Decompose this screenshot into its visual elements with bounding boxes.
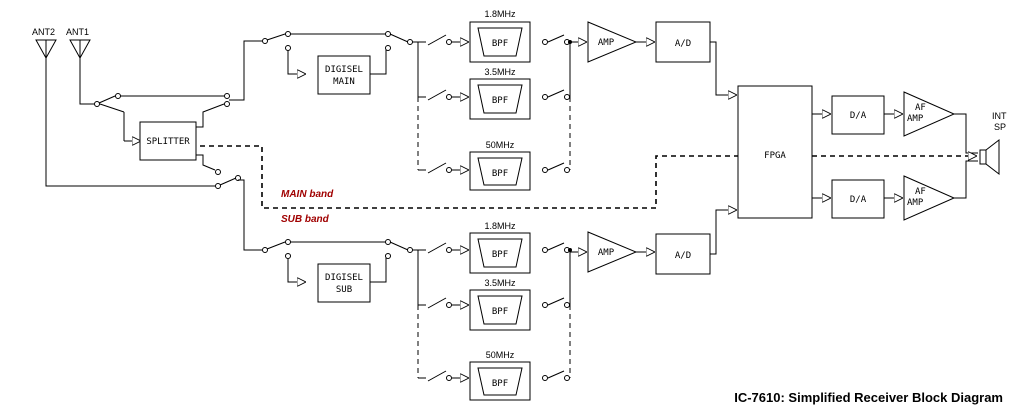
- af-amp-lower: AF AMP: [903, 175, 956, 221]
- sub-band-50-label: 50MHz: [486, 350, 515, 360]
- speaker-icon: [979, 138, 1000, 176]
- af-amp-lower-line1: AF: [915, 187, 926, 197]
- main-bpf-bank: 1.8MHz BPF 3.5MHz BPF 50MHz BPF: [417, 9, 572, 191]
- digisel-main-line1: DIGISEL: [325, 65, 363, 75]
- main-bpf-1-8: BPF: [492, 39, 508, 49]
- diagram-title: IC-7610: Simplified Receiver Block Diagr…: [734, 390, 1003, 405]
- splitter-label: SPLITTER: [146, 137, 190, 147]
- dac-lower: D/A: [831, 179, 885, 219]
- main-band-50-label: 50MHz: [486, 140, 515, 150]
- sub-amp-label: AMP: [598, 248, 615, 258]
- main-bpf-50: BPF: [492, 169, 508, 179]
- sub-bpf-50: BPF: [492, 379, 508, 389]
- fpga-block: FPGA: [737, 85, 813, 219]
- sub-bpf-1-8: BPF: [492, 250, 508, 260]
- main-band-3-5-label: 3.5MHz: [484, 67, 516, 77]
- af-amp-upper-line2: AMP: [907, 114, 924, 124]
- ant2-label: ANT2: [32, 27, 55, 37]
- input-switch: [94, 93, 230, 141]
- digisel-sub-line1: DIGISEL: [325, 273, 363, 283]
- sub-amp: AMP: [587, 231, 638, 273]
- sub-adc: A/D: [655, 233, 711, 275]
- af-amp-upper: AF AMP: [903, 91, 956, 137]
- af-amp-lower-line2: AMP: [907, 198, 924, 208]
- digisel-sub-line2: SUB: [336, 285, 352, 295]
- ant1-icon: [69, 39, 91, 60]
- fpga-label: FPGA: [764, 151, 786, 161]
- af-amp-upper-line1: AF: [915, 103, 926, 113]
- main-adc-label: A/D: [675, 39, 691, 49]
- digisel-main-block: DIGISEL MAIN: [317, 55, 371, 95]
- dac-upper: D/A: [831, 95, 885, 135]
- splitter-block: SPLITTER: [139, 121, 197, 161]
- speaker-label-line2: SP: [994, 122, 1006, 132]
- sub-adc-label: A/D: [675, 251, 691, 261]
- sub-band-3-5-label: 3.5MHz: [484, 278, 516, 288]
- main-adc: A/D: [655, 21, 711, 63]
- speaker-label-line1: INT: [992, 111, 1007, 121]
- dac-upper-label: D/A: [850, 111, 867, 121]
- antenna-ant1: ANT1: [66, 27, 94, 105]
- main-band-label: MAIN band: [281, 189, 334, 200]
- main-band-1-8-label: 1.8MHz: [484, 9, 516, 19]
- ant2-icon: [35, 39, 57, 60]
- ant1-label: ANT1: [66, 27, 89, 37]
- digisel-main-line2: MAIN: [333, 77, 355, 87]
- antenna-ant2: ANT2: [32, 27, 215, 187]
- digisel-sub-block: DIGISEL SUB: [317, 263, 371, 303]
- sub-band-label: SUB band: [281, 214, 330, 225]
- sub-band-1-8-label: 1.8MHz: [484, 221, 516, 231]
- sub-bpf-bank: 1.8MHz BPF 3.5MHz BPF 50MHz BPF: [417, 221, 572, 401]
- dac-lower-label: D/A: [850, 195, 867, 205]
- main-amp-label: AMP: [598, 38, 615, 48]
- main-bpf-3-5: BPF: [492, 96, 508, 106]
- sub-bpf-3-5: BPF: [492, 307, 508, 317]
- main-amp: AMP: [587, 21, 638, 63]
